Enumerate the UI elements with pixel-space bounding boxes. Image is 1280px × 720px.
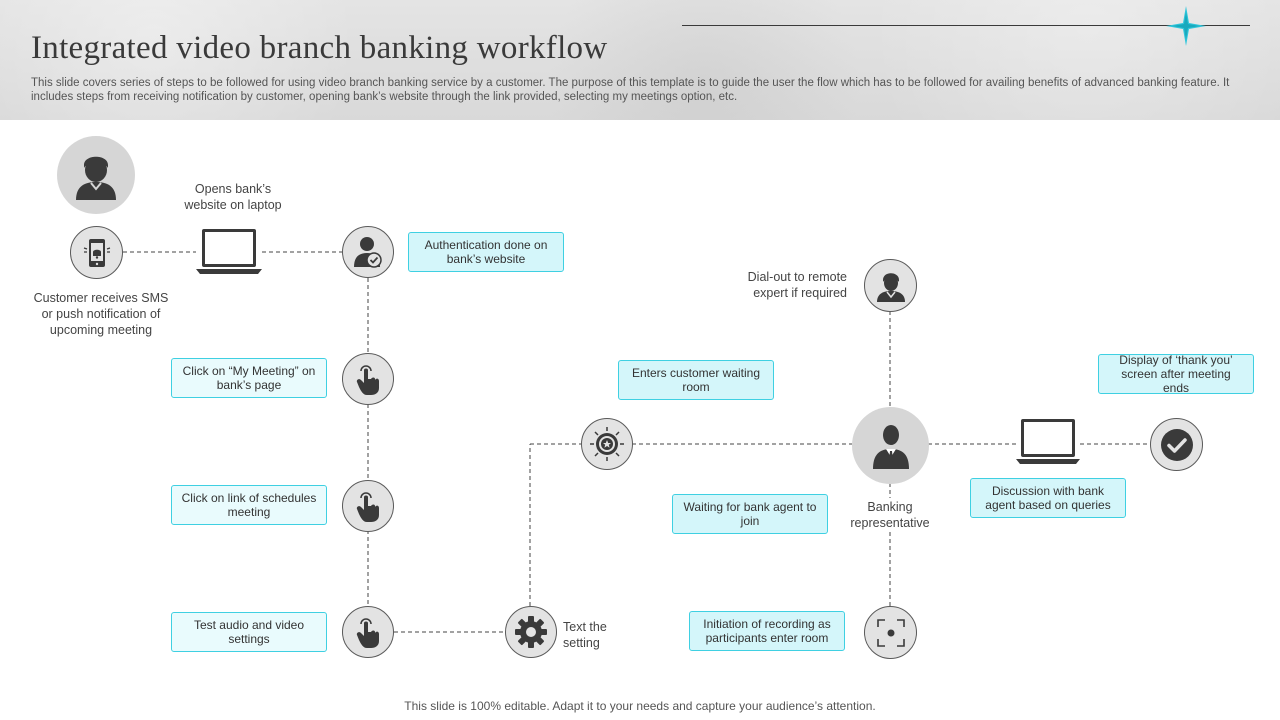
step-schedule-link: Click on link of schedules meeting: [171, 485, 327, 525]
auth-user-node: [342, 226, 394, 278]
opens-website-label: Opens bank’s website on laptop: [184, 182, 282, 212]
my-meeting-tap-node: [342, 353, 394, 405]
laptop-icon: [196, 229, 262, 274]
gear-icon: [515, 616, 547, 648]
laptop-icon: [1016, 419, 1080, 464]
banking-representative-label: Banking representative: [850, 500, 930, 530]
remote-expert-icon: [876, 272, 905, 302]
recording-node: [864, 606, 917, 659]
header-divider: [682, 25, 1250, 26]
recording-focus-icon: [876, 618, 905, 647]
banking-representative-node: [852, 407, 929, 484]
step-test-audio-video: Test audio and video settings: [171, 612, 327, 652]
sparkle-star-icon: [1166, 6, 1206, 46]
step-discussion: Discussion with bank agent based on quer…: [970, 478, 1126, 518]
user-check-icon: [354, 237, 382, 268]
page-subtitle: This slide covers series of steps to be …: [31, 77, 1230, 103]
customer-avatar-icon: [76, 156, 116, 200]
step-authentication: Authentication done on bank’s website: [408, 232, 564, 272]
phone-notification-node: [70, 226, 123, 279]
step-thank-you: Display of ‘thank you’ screen after meet…: [1098, 353, 1254, 395]
footer-note: This slide is 100% editable. Adapt it to…: [404, 699, 876, 713]
test-settings-tap-node: [342, 606, 394, 658]
step-waiting-room: Enters customer waiting room: [618, 360, 774, 400]
phone-notification-icon: [83, 238, 110, 267]
meeting-complete-node: [1150, 418, 1203, 471]
hand-tap-icon: [356, 492, 379, 522]
waiting-room-node: [581, 418, 633, 470]
checkmark-icon: [1160, 428, 1193, 461]
hand-tap-icon: [356, 618, 379, 648]
hand-tap-icon: [356, 365, 379, 395]
customer-receives-label: Customer receives SMS or push notificati…: [33, 291, 169, 337]
settings-gear-node: [505, 606, 557, 658]
customer-avatar-node: [57, 136, 135, 214]
step-recording: Initiation of recording as participants …: [689, 611, 845, 651]
dial-out-label: Dial-out to remote expert if required: [747, 270, 847, 300]
schedule-link-tap-node: [342, 480, 394, 532]
remote-expert-node: [864, 259, 917, 312]
page-title: Integrated video branch banking workflow: [31, 30, 608, 66]
step-my-meeting: Click on “My Meeting” on bank’s page: [171, 358, 327, 398]
waiting-room-badge-icon: [590, 427, 624, 461]
step-waiting-agent: Waiting for bank agent to join: [672, 494, 828, 534]
text-setting-label: Text the setting: [563, 620, 607, 650]
banker-icon: [872, 424, 909, 469]
header-banner: [0, 0, 1280, 120]
